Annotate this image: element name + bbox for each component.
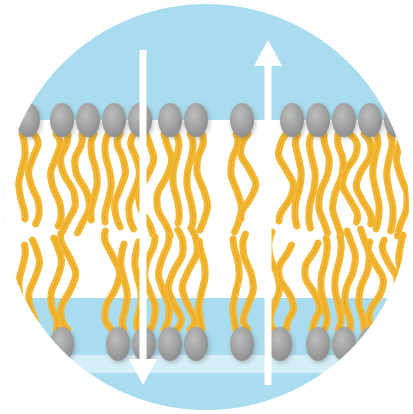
lower-lipid-head [230, 327, 254, 361]
lower-lipid-head [384, 327, 408, 361]
lower-lipid-head [158, 327, 182, 361]
upper-lipid-head [16, 103, 40, 137]
lower-lipid-head-shadow [386, 329, 410, 363]
upper-lipid-head [158, 103, 182, 137]
lower-lipid-head [16, 327, 40, 361]
upper-lipid-head [50, 103, 74, 137]
lower-lipid-head [358, 327, 382, 361]
upper-lipid-head [332, 103, 356, 137]
fluid-highlight-strip [0, 355, 413, 373]
upper-lipid-head [306, 103, 330, 137]
lower-lipid-head [50, 327, 74, 361]
upper-lipid-head [358, 103, 382, 137]
upper-lipid-head [384, 103, 408, 137]
lower-lipid-head [268, 327, 292, 361]
upper-lipid-head [102, 103, 126, 137]
upper-lipid-head [184, 103, 208, 137]
lower-lipid-head-shadow [18, 329, 42, 363]
upper-lipid-head [76, 103, 100, 137]
upper-lipid-head [230, 103, 254, 137]
upper-lipid-head [280, 103, 304, 137]
lower-lipid-head [332, 327, 356, 361]
lower-lipid-head [306, 327, 330, 361]
lower-lipid-head [184, 327, 208, 361]
lower-lipid-head [106, 327, 130, 361]
